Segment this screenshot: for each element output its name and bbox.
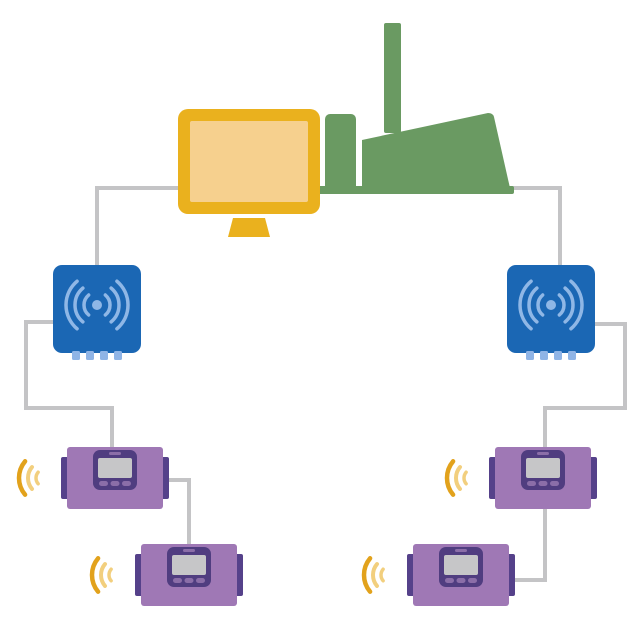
signal-wave [99, 562, 107, 588]
meter-indicator [109, 452, 121, 455]
meter-display-screen [444, 555, 478, 575]
wireless-signal-icon [16, 459, 40, 497]
meter-button [445, 578, 454, 583]
signal-wave [462, 470, 468, 486]
gateway-wave-right [569, 279, 584, 331]
signal-wave [371, 562, 379, 588]
monitor-icon [178, 109, 320, 237]
signal-wave [34, 470, 40, 486]
gateway-wave-right [115, 279, 130, 331]
meter-button [173, 578, 182, 583]
factory-chimney [384, 23, 401, 133]
meter-display-screen [98, 458, 132, 478]
gateway-port [526, 351, 534, 360]
signal-wave [444, 459, 456, 497]
meter-indicator [183, 549, 195, 552]
gateway-wave-left [64, 279, 79, 331]
wire-right-gateway-to-meter [543, 322, 627, 452]
meter-button [99, 481, 108, 486]
gateway-antenna-dot [546, 300, 556, 310]
signal-wave [454, 465, 462, 491]
meter-display-screen [172, 555, 206, 575]
gateway-port [86, 351, 94, 360]
signal-wave [16, 459, 28, 497]
wireless-signal-icon [361, 556, 385, 594]
meter-button [122, 481, 131, 486]
meter-display-screen [526, 458, 560, 478]
wire-factory-to-right-gateway [510, 186, 562, 266]
monitor-screen [190, 121, 308, 202]
wire-right-meter-chain [508, 508, 547, 582]
gateway-wave-left [518, 279, 533, 331]
meter-button [550, 481, 559, 486]
wire-left-gateway-to-meter [24, 320, 114, 452]
signal-wave [107, 567, 113, 583]
gateway-wave-left [536, 293, 545, 317]
monitor-stand [228, 218, 270, 237]
gateway-wave-right [557, 293, 566, 317]
factory-hall [362, 113, 510, 193]
gateway-wave-right [563, 286, 575, 324]
meter-button [184, 578, 194, 583]
meter-device-icon [61, 447, 169, 509]
gateway-wave-left [73, 286, 85, 324]
signal-wave [26, 465, 34, 491]
gateway-port [100, 351, 108, 360]
gateway-port [72, 351, 80, 360]
wire-monitor-to-left-gateway [95, 186, 182, 266]
meter-indicator [537, 452, 549, 455]
gateway-port [540, 351, 548, 360]
wires [24, 186, 627, 582]
gateway-port [568, 351, 576, 360]
signal-wave [379, 567, 385, 583]
factory-tower [325, 114, 356, 194]
meter-device-icon [489, 447, 597, 509]
wireless-signal-icon [89, 556, 113, 594]
signal-wave [361, 556, 373, 594]
wireless-signal-icon [444, 459, 468, 497]
meter-device-icon [135, 544, 243, 606]
wireless-gateway-icon [507, 265, 595, 360]
meter-button [456, 578, 466, 583]
gateway-antenna-dot [92, 300, 102, 310]
gateway-wave-left [527, 286, 539, 324]
wire-left-meter-chain [162, 478, 191, 548]
gateway-wave-right [103, 293, 112, 317]
gateway-port [114, 351, 122, 360]
gateway-wave-left [82, 293, 91, 317]
gateway-port [554, 351, 562, 360]
signal-wave [89, 556, 101, 594]
wireless-gateway-icon [53, 265, 141, 360]
meter-button [538, 481, 548, 486]
factory-base [310, 186, 514, 194]
meter-button [110, 481, 120, 486]
meter-button [527, 481, 536, 486]
meter-button [468, 578, 477, 583]
meter-indicator [455, 549, 467, 552]
factory-icon [310, 23, 514, 194]
gateway-wave-right [109, 286, 121, 324]
meter-button [196, 578, 205, 583]
meter-device-icon [407, 544, 515, 606]
